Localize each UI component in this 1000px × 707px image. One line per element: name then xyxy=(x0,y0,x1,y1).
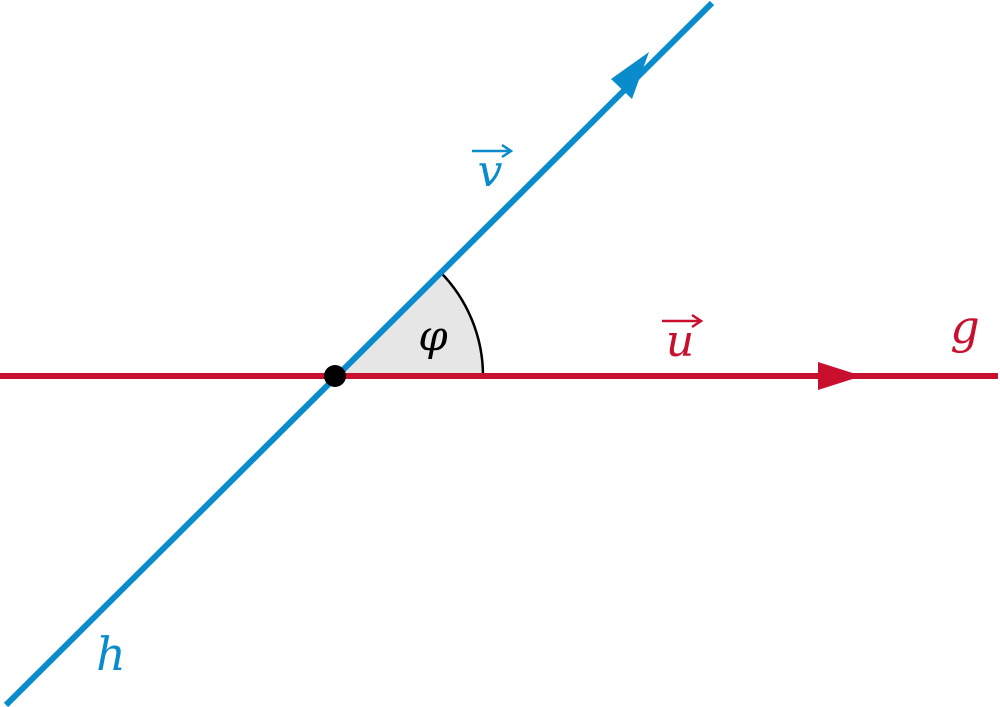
vector-u-letter: u xyxy=(666,316,694,367)
vector-v-letter: v xyxy=(478,146,503,197)
angle-sector xyxy=(335,271,483,376)
vector-v-arrowhead xyxy=(611,52,649,99)
line-h xyxy=(3,0,715,707)
angle-arc xyxy=(438,270,485,377)
vector-u-label: u xyxy=(662,313,704,367)
vector-u-arrowhead xyxy=(818,362,862,390)
vector-v-label: v xyxy=(472,143,514,197)
line-h-label: h xyxy=(96,627,126,681)
vector-u-overarrow-head xyxy=(691,313,704,329)
angle-label: φ xyxy=(418,311,448,360)
line-g-label: g xyxy=(950,300,979,354)
vector-v-overarrow-head xyxy=(501,143,514,159)
intersection-point xyxy=(324,365,346,387)
